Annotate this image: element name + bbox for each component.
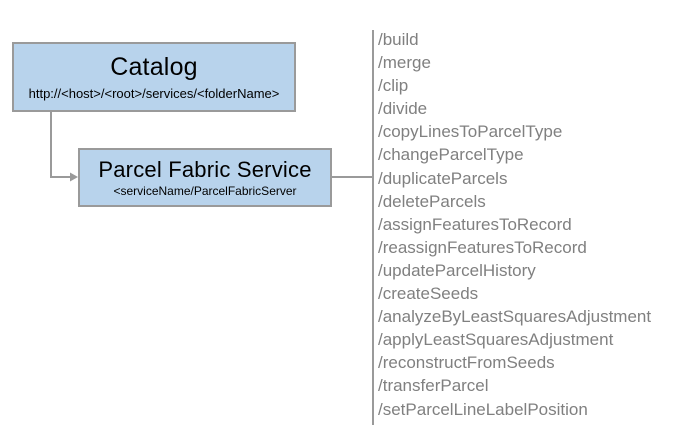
node-parcel-fabric-service-title: Parcel Fabric Service [98,156,312,182]
operations-list: /build/merge/clip/divide/copyLinesToParc… [378,28,678,421]
operation-item[interactable]: /assignFeaturesToRecord [378,214,572,234]
operation-item[interactable]: /updateParcelHistory [378,260,536,280]
connector-catalog-to-parcel-fabric-service [50,112,78,182]
operation-item[interactable]: /changeParcelType [378,145,524,165]
operation-item[interactable]: /build [378,30,419,49]
operation-item[interactable]: /applyLeastSquaresAdjustment [378,330,614,350]
node-catalog-title: Catalog [110,53,198,81]
operation-item[interactable]: /setParcelLineLabelPosition [378,399,588,419]
operation-item[interactable]: /reassignFeaturesToRecord [378,237,587,257]
operation-item[interactable]: /merge [378,53,431,73]
operation-item[interactable]: /transferParcel [378,376,489,396]
operation-item[interactable]: /divide [378,99,428,119]
operation-item[interactable]: /copyLinesToParcelType [378,122,563,142]
operation-item[interactable]: /createSeeds [378,284,479,304]
operation-item[interactable]: /clip [378,76,409,96]
operation-item[interactable]: /duplicateParcels [378,168,508,188]
node-parcel-fabric-service-subtitle: <serviceName/ParcelFabricServer [113,183,297,198]
operation-item[interactable]: /reconstructFromSeeds [378,353,555,373]
node-catalog-subtitle: http://<host>/<root>/services/<folderNam… [28,86,280,101]
operation-item[interactable]: /analyzeByLeastSquaresAdjustment [378,307,652,327]
node-catalog[interactable]: Catalog http://<host>/<root>/services/<f… [12,42,296,112]
node-parcel-fabric-service[interactable]: Parcel Fabric Service <serviceName/Parce… [78,148,332,207]
operation-item[interactable]: /deleteParcels [378,191,486,211]
